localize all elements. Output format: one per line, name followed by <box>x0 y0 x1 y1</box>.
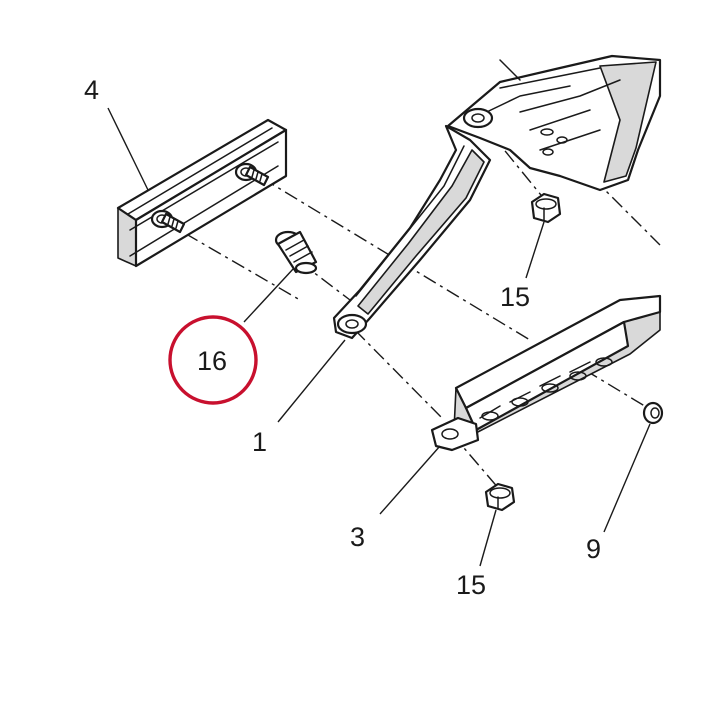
axis-bracket-hole <box>354 329 443 419</box>
leader-15-bottom <box>479 509 497 567</box>
leader-9 <box>603 423 651 533</box>
callout-16: 16 <box>197 346 227 376</box>
leader-15-top <box>525 221 545 279</box>
callout-1: 1 <box>252 427 267 457</box>
highlight-ring <box>168 315 258 405</box>
callout-4: 4 <box>84 75 99 105</box>
part-1-bracket <box>332 54 662 340</box>
callout-3: 3 <box>350 522 365 552</box>
part-3-bracket <box>430 294 662 452</box>
leader-1 <box>277 339 346 423</box>
leader-lines <box>107 107 651 567</box>
leader-3 <box>379 445 441 515</box>
part-15-nut-top <box>530 192 562 224</box>
part-9-washer <box>642 401 664 425</box>
axis-top-right <box>554 139 661 246</box>
callout-16-highlight: 16 <box>168 315 258 405</box>
callout-15-top: 15 <box>500 282 530 312</box>
callout-15-bottom: 15 <box>456 570 486 600</box>
leader-4 <box>107 107 149 191</box>
part-4-plate <box>116 118 288 268</box>
part-15-nut-bottom <box>484 482 516 512</box>
axis-nut-top <box>487 129 546 201</box>
part-16-bolt <box>274 230 318 275</box>
leader-16 <box>243 267 295 323</box>
axis-washer <box>584 369 649 409</box>
callout-9: 9 <box>586 534 601 564</box>
